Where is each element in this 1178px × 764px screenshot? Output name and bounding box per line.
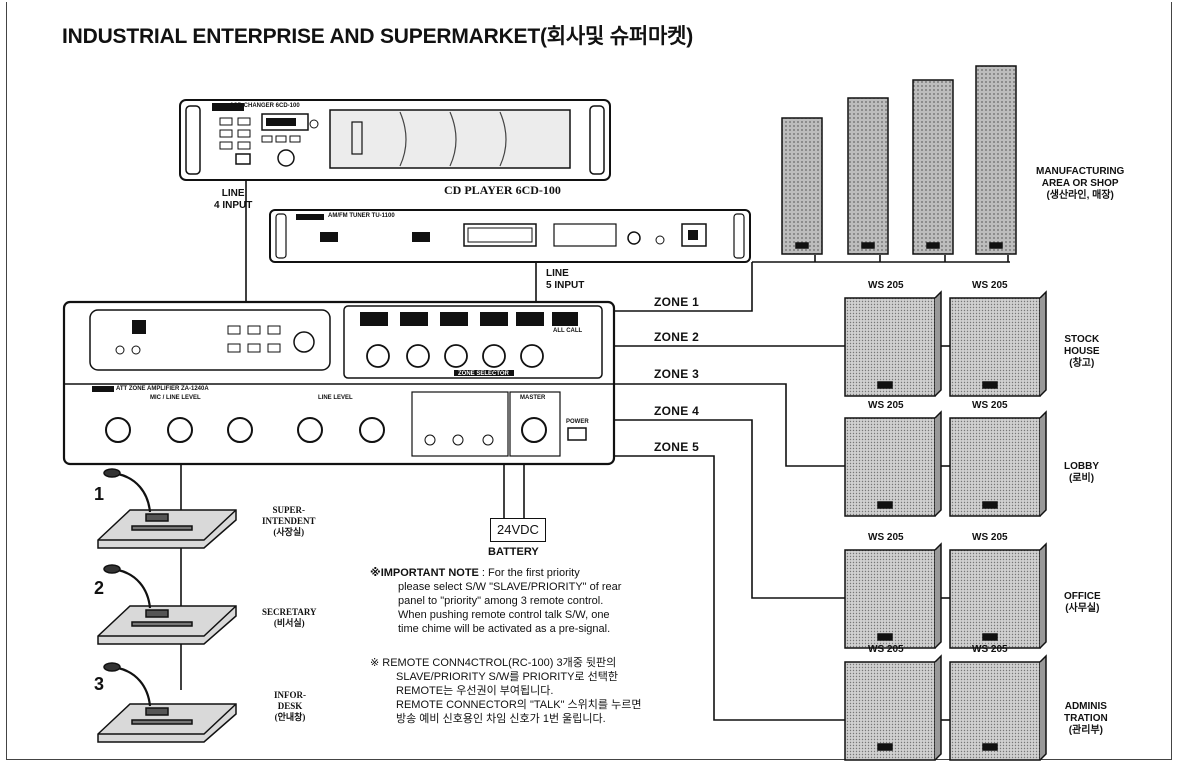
- station-line: INFOR-: [274, 690, 306, 700]
- note-first-text: : For the first priority: [478, 567, 580, 579]
- area-line: HOUSE: [1064, 346, 1100, 357]
- zone-5-label: ZONE 5: [654, 440, 700, 454]
- area-admin-label: ADMINIS TRATION (관리부): [1064, 701, 1108, 737]
- korean-note: ※ REMOTE CONN4CTROL(RC-100) 3개중 뒷판의 SLAV…: [370, 656, 641, 726]
- area-line: LOBBY: [1064, 461, 1099, 472]
- speaker-model-label: WS 205: [868, 644, 904, 655]
- speaker-model-label: WS 205: [868, 532, 904, 543]
- important-note: ※IMPORTANT NOTE : For the first priority…: [370, 566, 621, 636]
- area-stock-label: STOCK HOUSE (창고): [1064, 334, 1100, 370]
- note-first-line: ※IMPORTANT NOTE : For the first priority: [370, 566, 621, 580]
- master-label: MASTER: [520, 395, 546, 401]
- column-speakers: [781, 65, 1017, 255]
- area-line: (창고): [1069, 358, 1095, 369]
- line-level-label: LINE LEVEL: [318, 395, 353, 401]
- station-1-number: 1: [94, 484, 105, 504]
- line4-line2: 4 INPUT: [214, 200, 253, 211]
- zone-1-label: ZONE 1: [654, 295, 700, 309]
- station-1-label: SUPER- INTENDENT (사장실): [262, 505, 316, 538]
- ko-note-line: SLAVE/PRIORITY S/W를 PRIORITY로 선택한: [396, 671, 618, 683]
- ko-note-line: REMOTE는 우선권이 부여됩니다.: [396, 685, 554, 697]
- area-line: AREA OR SHOP: [1041, 178, 1119, 189]
- all-call-label: ALL CALL: [553, 328, 583, 334]
- zone-3-label: ZONE 3: [654, 367, 700, 381]
- tuner-label: AM/FM TUNER TU-1100: [328, 213, 395, 219]
- note-line: time chime will be activated as a pre-si…: [398, 623, 611, 635]
- note-heading: ※IMPORTANT NOTE: [370, 567, 479, 579]
- ko-note-line: 방송 예비 신호용인 차임 신호가 1번 울립니다.: [396, 713, 606, 725]
- line5-input-label: LINE 5 INPUT: [546, 268, 584, 292]
- ko-note-line: REMOTE CONNECTOR의 "TALK" 스위치를 누르면: [396, 699, 642, 711]
- diagram-frame: [6, 2, 1172, 760]
- power-label: POWER: [566, 419, 589, 425]
- area-office-label: OFFICE (사무실): [1064, 591, 1101, 615]
- speaker-model-label: WS 205: [868, 280, 904, 291]
- area-line: (로비): [1068, 473, 1095, 484]
- station-3-number: 3: [94, 674, 105, 694]
- station-line: (비서실): [273, 618, 305, 628]
- line5-line2: 5 INPUT: [546, 280, 585, 291]
- zone-4-label: ZONE 4: [654, 404, 700, 418]
- battery-caption: BATTERY: [488, 546, 539, 558]
- box-speakers: [844, 290, 1047, 761]
- area-line: TRATION: [1064, 713, 1108, 724]
- note-line: When pushing remote control talk S/W, on…: [398, 609, 610, 621]
- area-line: OFFICE: [1064, 591, 1101, 602]
- mic-line-level-label: MIC / LINE LEVEL: [150, 395, 201, 401]
- area-lobby-label: LOBBY (로비): [1064, 461, 1099, 485]
- note-line: panel to "priority" among 3 remote contr…: [398, 595, 604, 607]
- line4-line1: LINE: [221, 188, 245, 199]
- station-line: DESK: [277, 701, 303, 711]
- line4-input-label: LINE 4 INPUT: [214, 188, 252, 212]
- note-line: please select S/W "SLAVE/PRIORITY" of re…: [398, 581, 622, 593]
- diagram-title: INDUSTRIAL ENTERPRISE AND SUPERMARKET(회사…: [62, 25, 694, 48]
- area-manufacturing-label: MANUFACTURING AREA OR SHOP (생산라인, 매장): [1036, 166, 1124, 202]
- speaker-model-label: WS 205: [972, 644, 1008, 655]
- amp-label: ATT ZONE AMPLIFIER ZA-1240A: [116, 386, 209, 392]
- area-line: (관리부): [1068, 725, 1103, 736]
- area-line: MANUFACTURING: [1036, 166, 1125, 177]
- station-line: SECRETARY: [262, 607, 317, 617]
- zone-amplifier: [62, 300, 616, 466]
- area-line: (사무실): [1065, 603, 1100, 614]
- remote-stations: [97, 468, 237, 743]
- speaker-model-label: WS 205: [972, 280, 1008, 291]
- station-2-number: 2: [94, 578, 105, 598]
- battery-box: 24VDC: [490, 518, 546, 542]
- speaker-model-label: WS 205: [972, 532, 1008, 543]
- station-line: INTENDENT: [262, 516, 316, 526]
- cd-changer-label: 6CD CHANGER 6CD-100: [230, 103, 300, 109]
- ko-note-line: ※ REMOTE CONN4CTROL(RC-100) 3개중 뒷판의: [370, 657, 617, 669]
- station-line: (안내창): [274, 712, 306, 722]
- speaker-model-label: WS 205: [868, 400, 904, 411]
- speaker-model-label: WS 205: [972, 400, 1008, 411]
- station-3-label: INFOR- DESK (안내창): [274, 690, 306, 723]
- station-line: SUPER-: [272, 505, 306, 515]
- zone-selector-label: ZONE SELECTOR: [458, 371, 509, 377]
- area-line: STOCK: [1064, 334, 1100, 345]
- station-2-label: SECRETARY (비서실): [262, 607, 317, 629]
- cd-player-caption: CD PLAYER 6CD-100: [444, 183, 561, 197]
- zone-2-label: ZONE 2: [654, 330, 700, 344]
- line5-line1: LINE: [546, 268, 569, 279]
- cd-changer: [179, 99, 611, 181]
- wires: [180, 180, 1010, 721]
- station-line: (사장실): [273, 527, 305, 537]
- area-line: ADMINIS: [1064, 701, 1107, 712]
- tuner: [269, 209, 751, 263]
- area-line: (생산라인, 매장): [1046, 190, 1114, 201]
